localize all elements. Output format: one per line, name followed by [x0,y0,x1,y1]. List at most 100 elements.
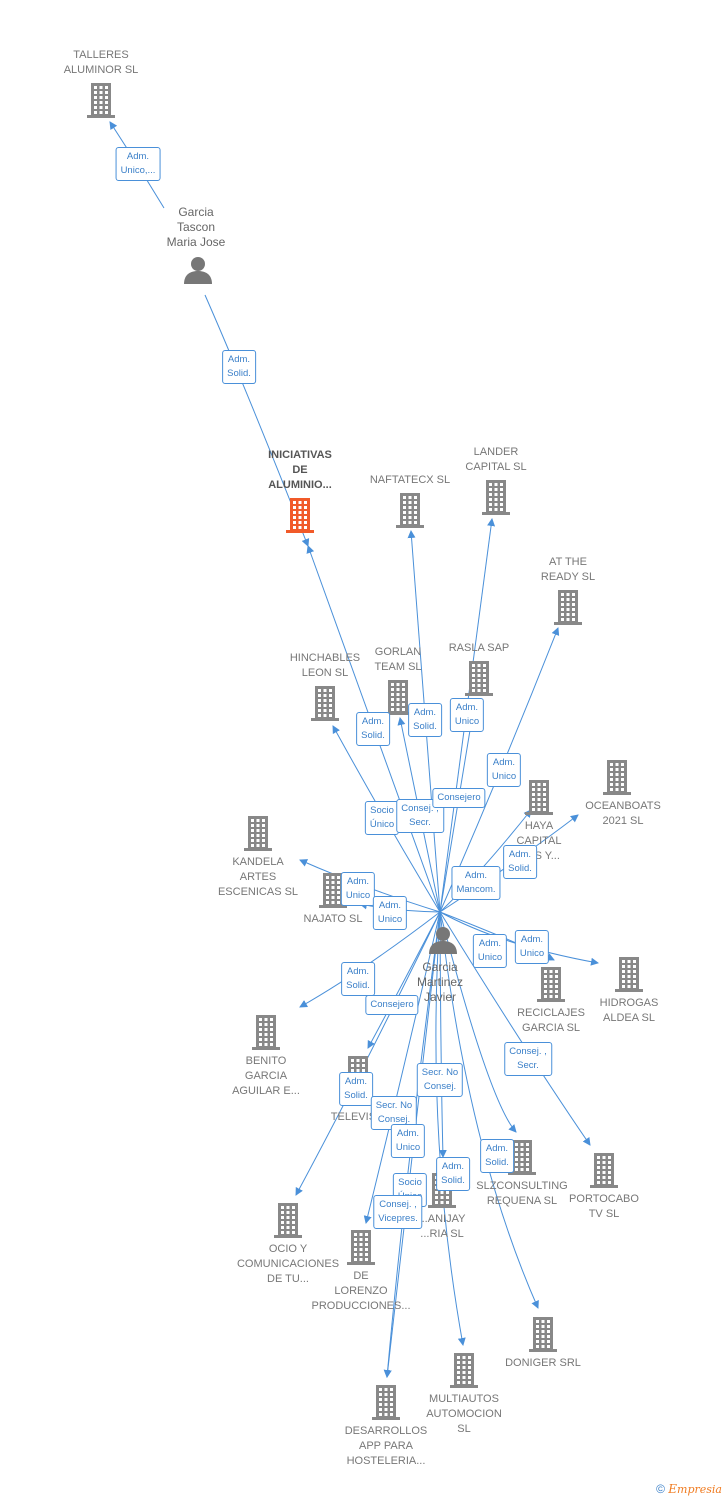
company-node-benito[interactable] [251,1014,281,1055]
node-label-line: Garcia [422,960,458,974]
edge-label-line: Socio [398,1177,422,1188]
edge-label-line: Secr. [517,1060,539,1071]
edge-label-line: Secr. No [421,1067,459,1078]
node-label-line: ESCENICAS SL [217,886,299,898]
edge-label[interactable]: Adm.Solid. [480,1139,514,1173]
building-icon [274,1203,302,1238]
edge-label-line: Solid. [344,1090,368,1101]
node-label-line: CAPITAL SL [465,461,527,473]
edge-label[interactable]: Adm.Unico [472,934,508,968]
edge-label[interactable]: Adm.Unico,... [115,147,161,181]
edge-label[interactable]: Adm.Solid. [222,350,256,384]
building-icon [372,1385,400,1420]
edge-label[interactable]: Adm.Solid. [408,703,442,737]
company-node-kandela[interactable] [243,815,273,856]
edge-label[interactable]: Adm.Unico [390,1124,426,1158]
node-label-line: NAJATO SL [303,913,363,925]
node-label-line: ARTES [239,871,277,883]
edge-label[interactable]: Adm.Solid. [339,1072,373,1106]
company-node-multiautos[interactable] [449,1352,479,1393]
edge-label[interactable]: Adm.Unico [449,698,485,732]
edge-label-line: Socio [370,805,394,816]
edge-label-line: Adm. [126,151,150,162]
node-label-line: NAFTATECX SL [369,474,451,486]
company-node-hidrogas[interactable] [614,956,644,997]
company-node-reciclajes[interactable] [536,966,566,1007]
company-node-delorenzo[interactable] [346,1229,376,1270]
edge-martinez-televis [367,911,441,1049]
edge-label-line: Adm. [485,1143,509,1154]
edge-label[interactable]: Adm.Solid. [503,845,537,879]
node-label-line: DESARROLLOS [344,1425,428,1437]
edge-label[interactable]: Adm.Solid. [356,712,390,746]
node-label-line: RASLA SAP [448,642,510,654]
edge-label[interactable]: Adm.Unico [372,896,408,930]
company-node-oceanboats[interactable] [602,759,632,800]
company-node-attheready[interactable] [553,589,583,630]
node-label-line: RECICLAJES [517,1007,585,1019]
edge-label[interactable]: Adm.Unico [340,872,376,906]
edge-label-line: Unico [345,890,371,901]
company-node-haya[interactable] [524,779,554,820]
company-node-rasla[interactable] [464,660,494,701]
edge-label[interactable]: Secr. No Consej. [416,1063,464,1097]
building-icon [396,493,424,528]
company-node-talleres[interactable] [86,82,116,123]
edge-label-line: Consej. [423,1081,457,1092]
node-label-line: ALUMINOR SL [63,64,139,76]
person-node-tascon[interactable] [183,255,213,290]
company-node-najato[interactable] [318,872,348,913]
edge-label[interactable]: Adm.Unico [486,753,522,787]
node-label-line: HINCHABLES [289,652,361,664]
company-node-gorlan[interactable] [383,679,413,720]
node-label-line: TV SL [588,1208,620,1220]
company-node-iniciativas[interactable] [285,497,315,538]
edge-label[interactable]: Consejero [365,995,419,1015]
company-node-portocabo[interactable] [589,1152,619,1193]
edge-label[interactable]: Adm.Mancom. [451,866,501,900]
edge-label[interactable]: Adm.Unico [514,930,550,964]
building-icon [537,967,565,1002]
node-label-line: ...RIA SL [420,1228,464,1240]
company-node-hinchables[interactable] [310,685,340,726]
edge-label-line: Consej. , [401,803,439,814]
company-node-slzconsulting[interactable] [507,1139,537,1180]
edge-martinez-hidrogas [439,911,599,966]
company-node-naftatecx[interactable] [395,492,425,533]
node-label-line: COMUNICACIONES [236,1258,340,1270]
company-node-desarrollos[interactable] [371,1384,401,1425]
node-label-line: TALLERES [73,49,129,61]
edge-label-line: Secr. No [375,1100,413,1111]
edge-label[interactable]: Adm.Solid. [436,1157,470,1191]
edge-label[interactable]: Consejero [432,788,486,808]
person-node-martinez[interactable] [428,925,458,960]
node-label-line: READY SL [540,571,596,583]
edge-label[interactable]: Consej. ,Vicepres. [373,1195,423,1229]
company-node-ocio[interactable] [273,1202,303,1243]
edge-label[interactable]: Consej. ,Secr. [504,1042,552,1076]
node-label-line: DE TU... [267,1273,309,1285]
company-node-lander[interactable] [481,479,511,520]
edge-label-line: Unico [519,948,545,959]
node-label-line: Maria Jose [166,235,226,249]
edge-label[interactable]: Adm.Solid. [341,962,375,996]
company-node-doniger[interactable] [528,1316,558,1357]
edge-label-line: Único [369,819,395,830]
brand-initial: E [668,1482,678,1496]
edge-label-line: Secr. [409,817,431,828]
person-icon [429,927,457,954]
edge-label-line: Consejero [370,999,414,1010]
edge-martinez-portocabo [439,911,591,1146]
edge-label-line: Solid. [441,1175,465,1186]
node-label-line: INICIATIVAS [268,449,332,461]
node-label-line: Tascon [176,220,216,234]
empresia-footer[interactable]: © Empresia [656,1482,722,1496]
